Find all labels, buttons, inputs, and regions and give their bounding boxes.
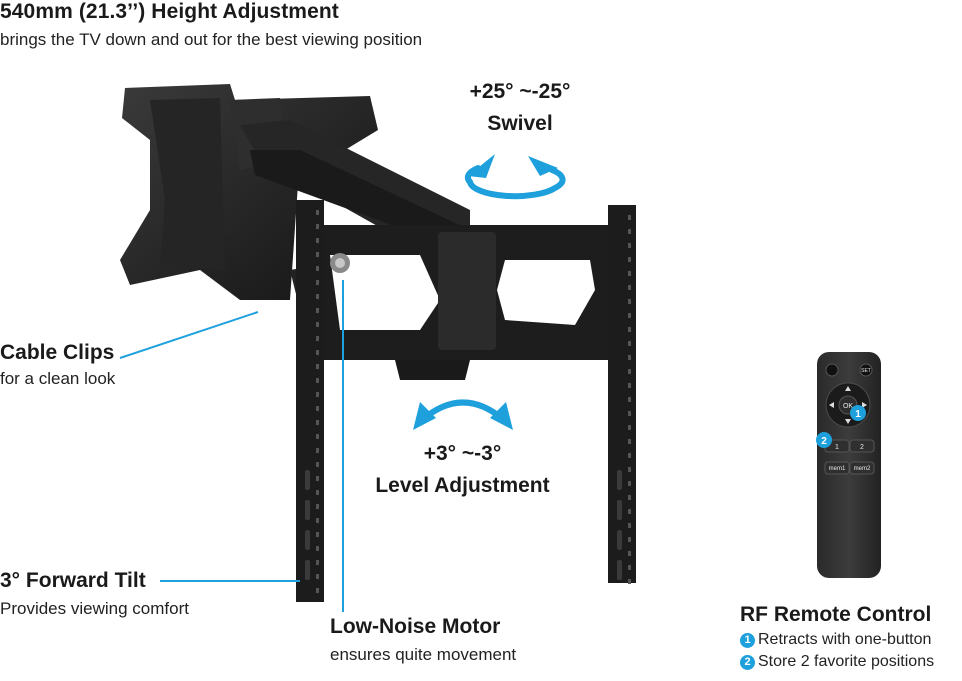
swivel-range: +25° ~-25° <box>469 80 571 103</box>
remote-callout-1: 1 <box>855 409 861 420</box>
motor-block: Low-Noise Motor ensures quite movement <box>330 615 516 665</box>
remote-2-label: 2 <box>860 444 864 451</box>
badge-1: 1 <box>740 633 755 648</box>
remote-feature-2-text: Store 2 favorite positions <box>758 653 935 670</box>
rail-holes <box>305 210 631 593</box>
remote-title: RF Remote Control <box>740 603 932 626</box>
cable-clips-subtitle: for a clean look <box>0 369 116 388</box>
tilt-subtitle: Provides viewing comfort <box>0 599 189 618</box>
cable-clips-block: Cable Clips for a clean look <box>0 341 115 389</box>
remote-ok-label: OK <box>843 403 853 410</box>
remote-control: SET OK 1 2 mem1 mem2 1 2 <box>816 352 881 578</box>
height-adjustment-block: 540mm (21.3’’) Height Adjustment brings … <box>0 0 422 50</box>
remote-feature-1-text: Retracts with one-button <box>758 631 932 648</box>
remote-mem1-label: mem1 <box>829 466 846 472</box>
swivel-label: Swivel <box>487 112 553 135</box>
swivel-block: +25° ~-25° Swivel <box>440 80 600 136</box>
motor-title: Low-Noise Motor <box>330 615 501 638</box>
badge-2: 2 <box>740 655 755 670</box>
motor-subtitle: ensures quite movement <box>330 645 517 664</box>
tilt-title: 3° Forward Tilt <box>0 569 146 592</box>
remote-callout-2: 2 <box>821 436 827 447</box>
callout-lines <box>119 280 344 612</box>
cable-clips-title: Cable Clips <box>0 341 115 364</box>
remote-1-label: 1 <box>835 444 839 451</box>
motor <box>330 253 350 273</box>
height-subtitle: brings the TV down and out for the best … <box>0 30 423 49</box>
level-block: +3° ~-3° Level Adjustment <box>360 442 565 498</box>
remote-set-label: SET <box>861 368 871 374</box>
level-range: +3° ~-3° <box>423 442 502 465</box>
level-label: Level Adjustment <box>375 474 550 497</box>
tilt-block: 3° Forward Tilt Provides viewing comfort <box>0 569 189 619</box>
remote-mem2-label: mem2 <box>854 466 871 472</box>
height-title: 540mm (21.3’’) Height Adjustment <box>0 0 339 23</box>
swivel-arrow-icon <box>464 165 566 200</box>
tv-bracket-frame <box>320 225 612 380</box>
